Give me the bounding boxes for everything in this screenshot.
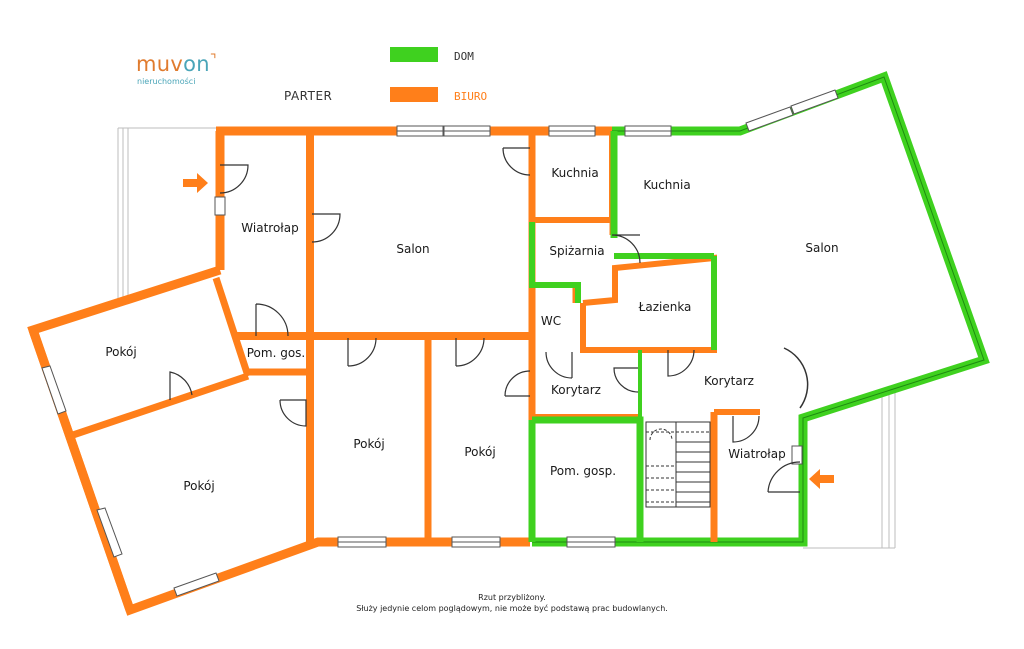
room-label-korytarz-house: Korytarz: [704, 374, 754, 388]
terrace-left: [117, 127, 220, 300]
legend-label-dom: DOM: [454, 50, 474, 63]
footnote-line1: Rzut przybliżony.: [478, 593, 546, 602]
room-label-pom-gosp: Pom. gosp.: [550, 464, 616, 478]
logo-corner-arrow-icon: ⌝: [209, 52, 217, 68]
entrance-arrow-icon: [809, 469, 834, 489]
windows: [41, 89, 839, 597]
door-swings: [169, 147, 809, 493]
house-walls: [528, 71, 990, 547]
room-label-pokoj-mid1: Pokój: [353, 437, 384, 451]
legend-swatch-biuro: [390, 87, 438, 102]
floor-level-label: PARTER: [284, 89, 333, 103]
footnote-line2: Służy jedynie celom poglądowym, nie może…: [356, 604, 668, 613]
room-label-kuchnia-house: Kuchnia: [643, 178, 690, 192]
terrace-right: [803, 392, 896, 549]
room-label-wc: WC: [541, 314, 561, 328]
legend-swatch-dom: [390, 47, 438, 62]
brand-name-part1: muv: [136, 52, 184, 76]
room-label-wiatrolap-house: Wiatrołap: [728, 447, 785, 461]
brand-name: muvon⌝: [136, 52, 217, 76]
room-label-pom-gos: Pom. gos.: [247, 346, 306, 360]
room-label-pokoj-left-top: Pokój: [105, 345, 136, 359]
brand-tagline: nieruchomości: [137, 77, 196, 86]
staircase: [645, 421, 711, 508]
entrance-arrow-icon: [183, 173, 208, 193]
room-label-lazienka: Łazienka: [638, 300, 692, 314]
room-label-spizarnia: Spiżarnia: [549, 244, 604, 258]
legend-label-biuro: BIURO: [454, 90, 488, 103]
room-label-wiatrolap-office: Wiatrołap: [241, 221, 298, 235]
room-label-salon-office: Salon: [396, 242, 429, 256]
room-label-kuchnia-office: Kuchnia: [551, 166, 598, 180]
room-labels: Wiatrołap Salon Kuchnia Kuchnia Salon Sp…: [105, 166, 838, 493]
brand-name-part2: on: [183, 52, 210, 76]
room-label-pokoj-mid2: Pokój: [464, 445, 495, 459]
room-label-salon-house: Salon: [805, 241, 838, 255]
room-label-korytarz-office: Korytarz: [551, 383, 601, 397]
room-label-pokoj-left-bottom: Pokój: [183, 479, 214, 493]
